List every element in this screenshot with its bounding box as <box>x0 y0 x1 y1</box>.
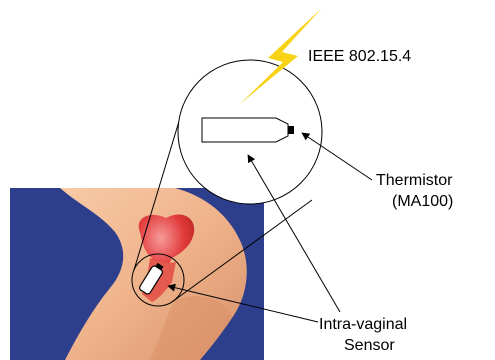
thermistor-label-line2: (MA100) <box>392 193 453 210</box>
thermistor-label-line1: Thermistor <box>376 172 453 189</box>
sensor-label-line2: Sensor <box>344 337 395 354</box>
wireless-standard-label: IEEE 802.15.4 <box>308 48 411 65</box>
sensor-label-line1: Intra-vaginal <box>319 316 407 333</box>
sensor-capsule-magnified <box>202 118 288 142</box>
thermistor-tip <box>288 126 294 134</box>
